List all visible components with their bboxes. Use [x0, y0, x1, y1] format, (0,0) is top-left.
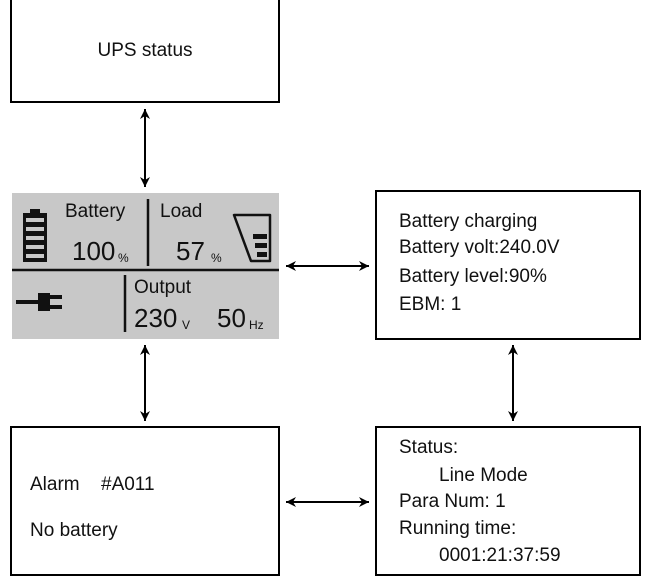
para-num: Para Num: 1 [399, 491, 506, 512]
battery-info-box: Battery charging Battery volt:240.0V Bat… [375, 190, 641, 340]
alarm-box: Alarm #A011 No battery [10, 426, 280, 576]
alarm-label: Alarm [30, 474, 80, 495]
battery-icon [23, 209, 47, 262]
battery-value: 100 [72, 236, 115, 266]
load-icon [232, 213, 272, 263]
battery-label: Battery [65, 201, 126, 222]
battery-info-line: Battery level:90% [399, 266, 547, 287]
voltage-value: 230 [134, 303, 177, 333]
output-label: Output [134, 277, 192, 298]
frequency-unit: Hz [249, 318, 264, 332]
battery-info-line: Battery volt:240.0V [399, 237, 560, 258]
status-box: Status: Line Mode Para Num: 1 Running ti… [375, 426, 641, 576]
ups-status-title: UPS status [97, 40, 192, 61]
battery-info-line: EBM: 1 [399, 294, 461, 315]
running-time-label: Running time: [399, 518, 516, 539]
frequency-value: 50 [217, 303, 246, 333]
status-label: Status: [399, 437, 458, 458]
alarm-code: #A011 [101, 474, 155, 495]
running-time-value: 0001:21:37:59 [439, 545, 561, 566]
ups-status-box: UPS status [10, 0, 280, 103]
battery-unit: % [118, 251, 129, 265]
plug-icon [16, 293, 62, 311]
status-mode: Line Mode [439, 465, 528, 486]
load-label: Load [160, 201, 202, 222]
load-value: 57 [176, 236, 205, 266]
alarm-message: No battery [30, 520, 118, 541]
lcd-panel: Battery 100 % Load 57 % Output 230 V 50 … [12, 193, 279, 339]
battery-info-line: Battery charging [399, 211, 537, 232]
load-unit: % [211, 251, 222, 265]
voltage-unit: V [182, 318, 190, 332]
